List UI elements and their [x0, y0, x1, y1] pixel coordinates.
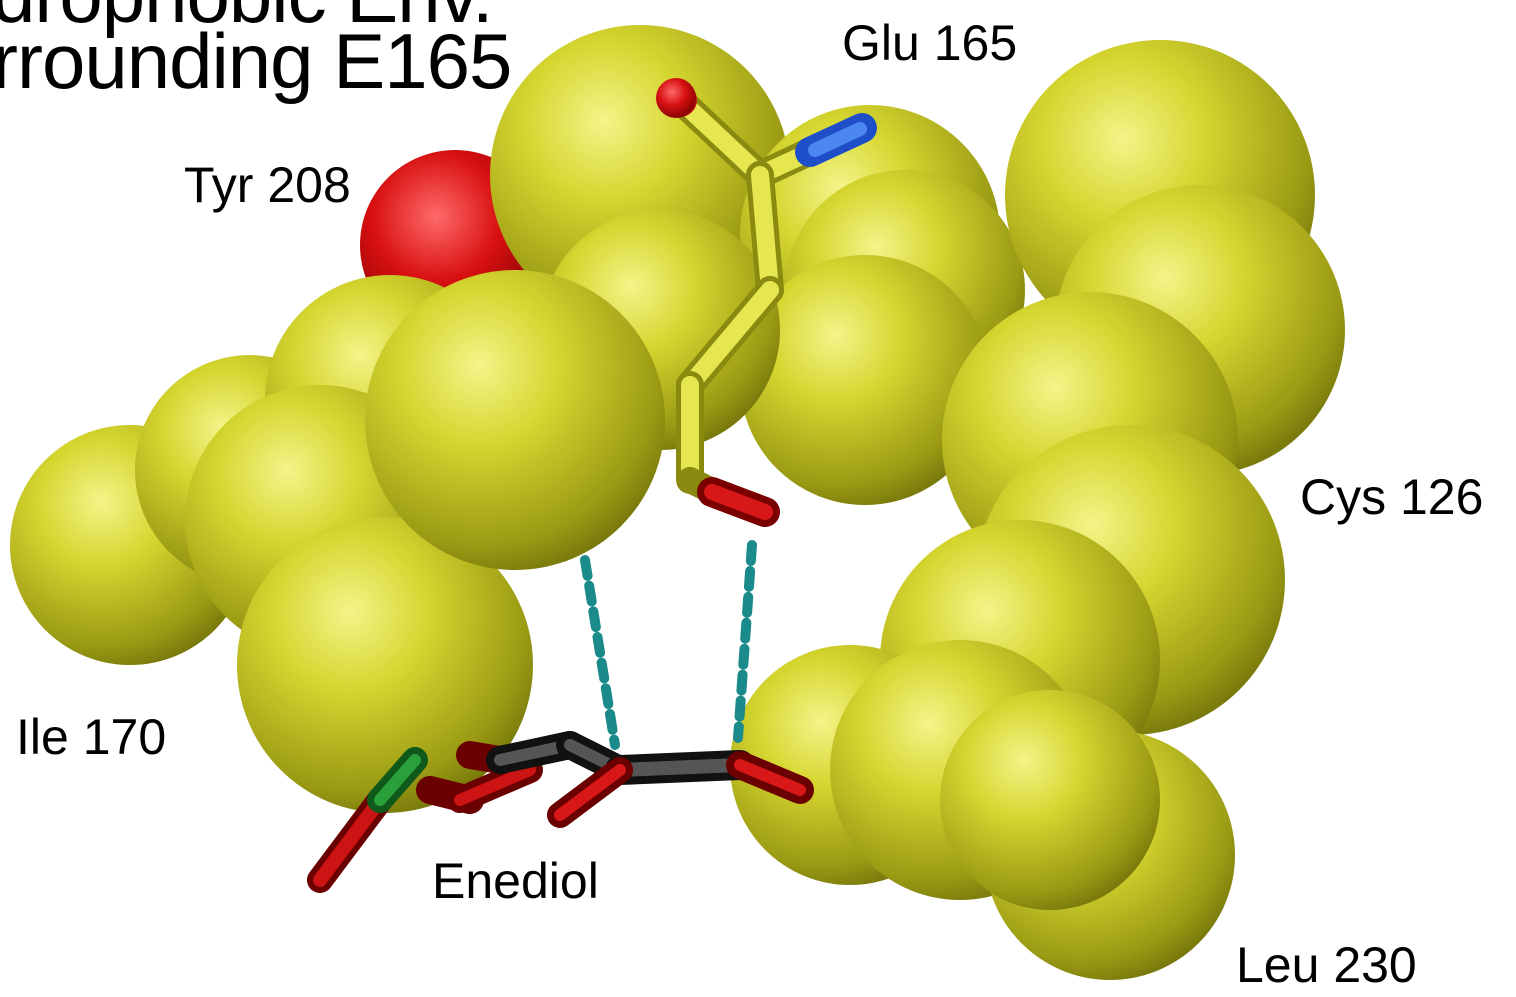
label-enediol: Enediol	[432, 853, 599, 909]
title-line-1: drophobic Env.	[0, 0, 494, 34]
label-glu165: Glu 165	[842, 15, 1018, 71]
enediol-ligand	[307, 731, 814, 893]
title-line-2: rrounding E165	[0, 17, 512, 105]
label-tyr208: Tyr 208	[184, 157, 351, 213]
glu165-oxygen	[656, 78, 696, 118]
leu230-spheres	[730, 520, 1235, 980]
label-ile170: Ile 170	[16, 709, 167, 765]
ile170-spheres	[10, 270, 665, 813]
glu165-spheres	[490, 25, 1025, 505]
label-leu230: Leu 230	[1236, 937, 1417, 993]
hydrogen-bonds	[580, 540, 757, 750]
label-cys126: Cys 126	[1300, 469, 1484, 525]
